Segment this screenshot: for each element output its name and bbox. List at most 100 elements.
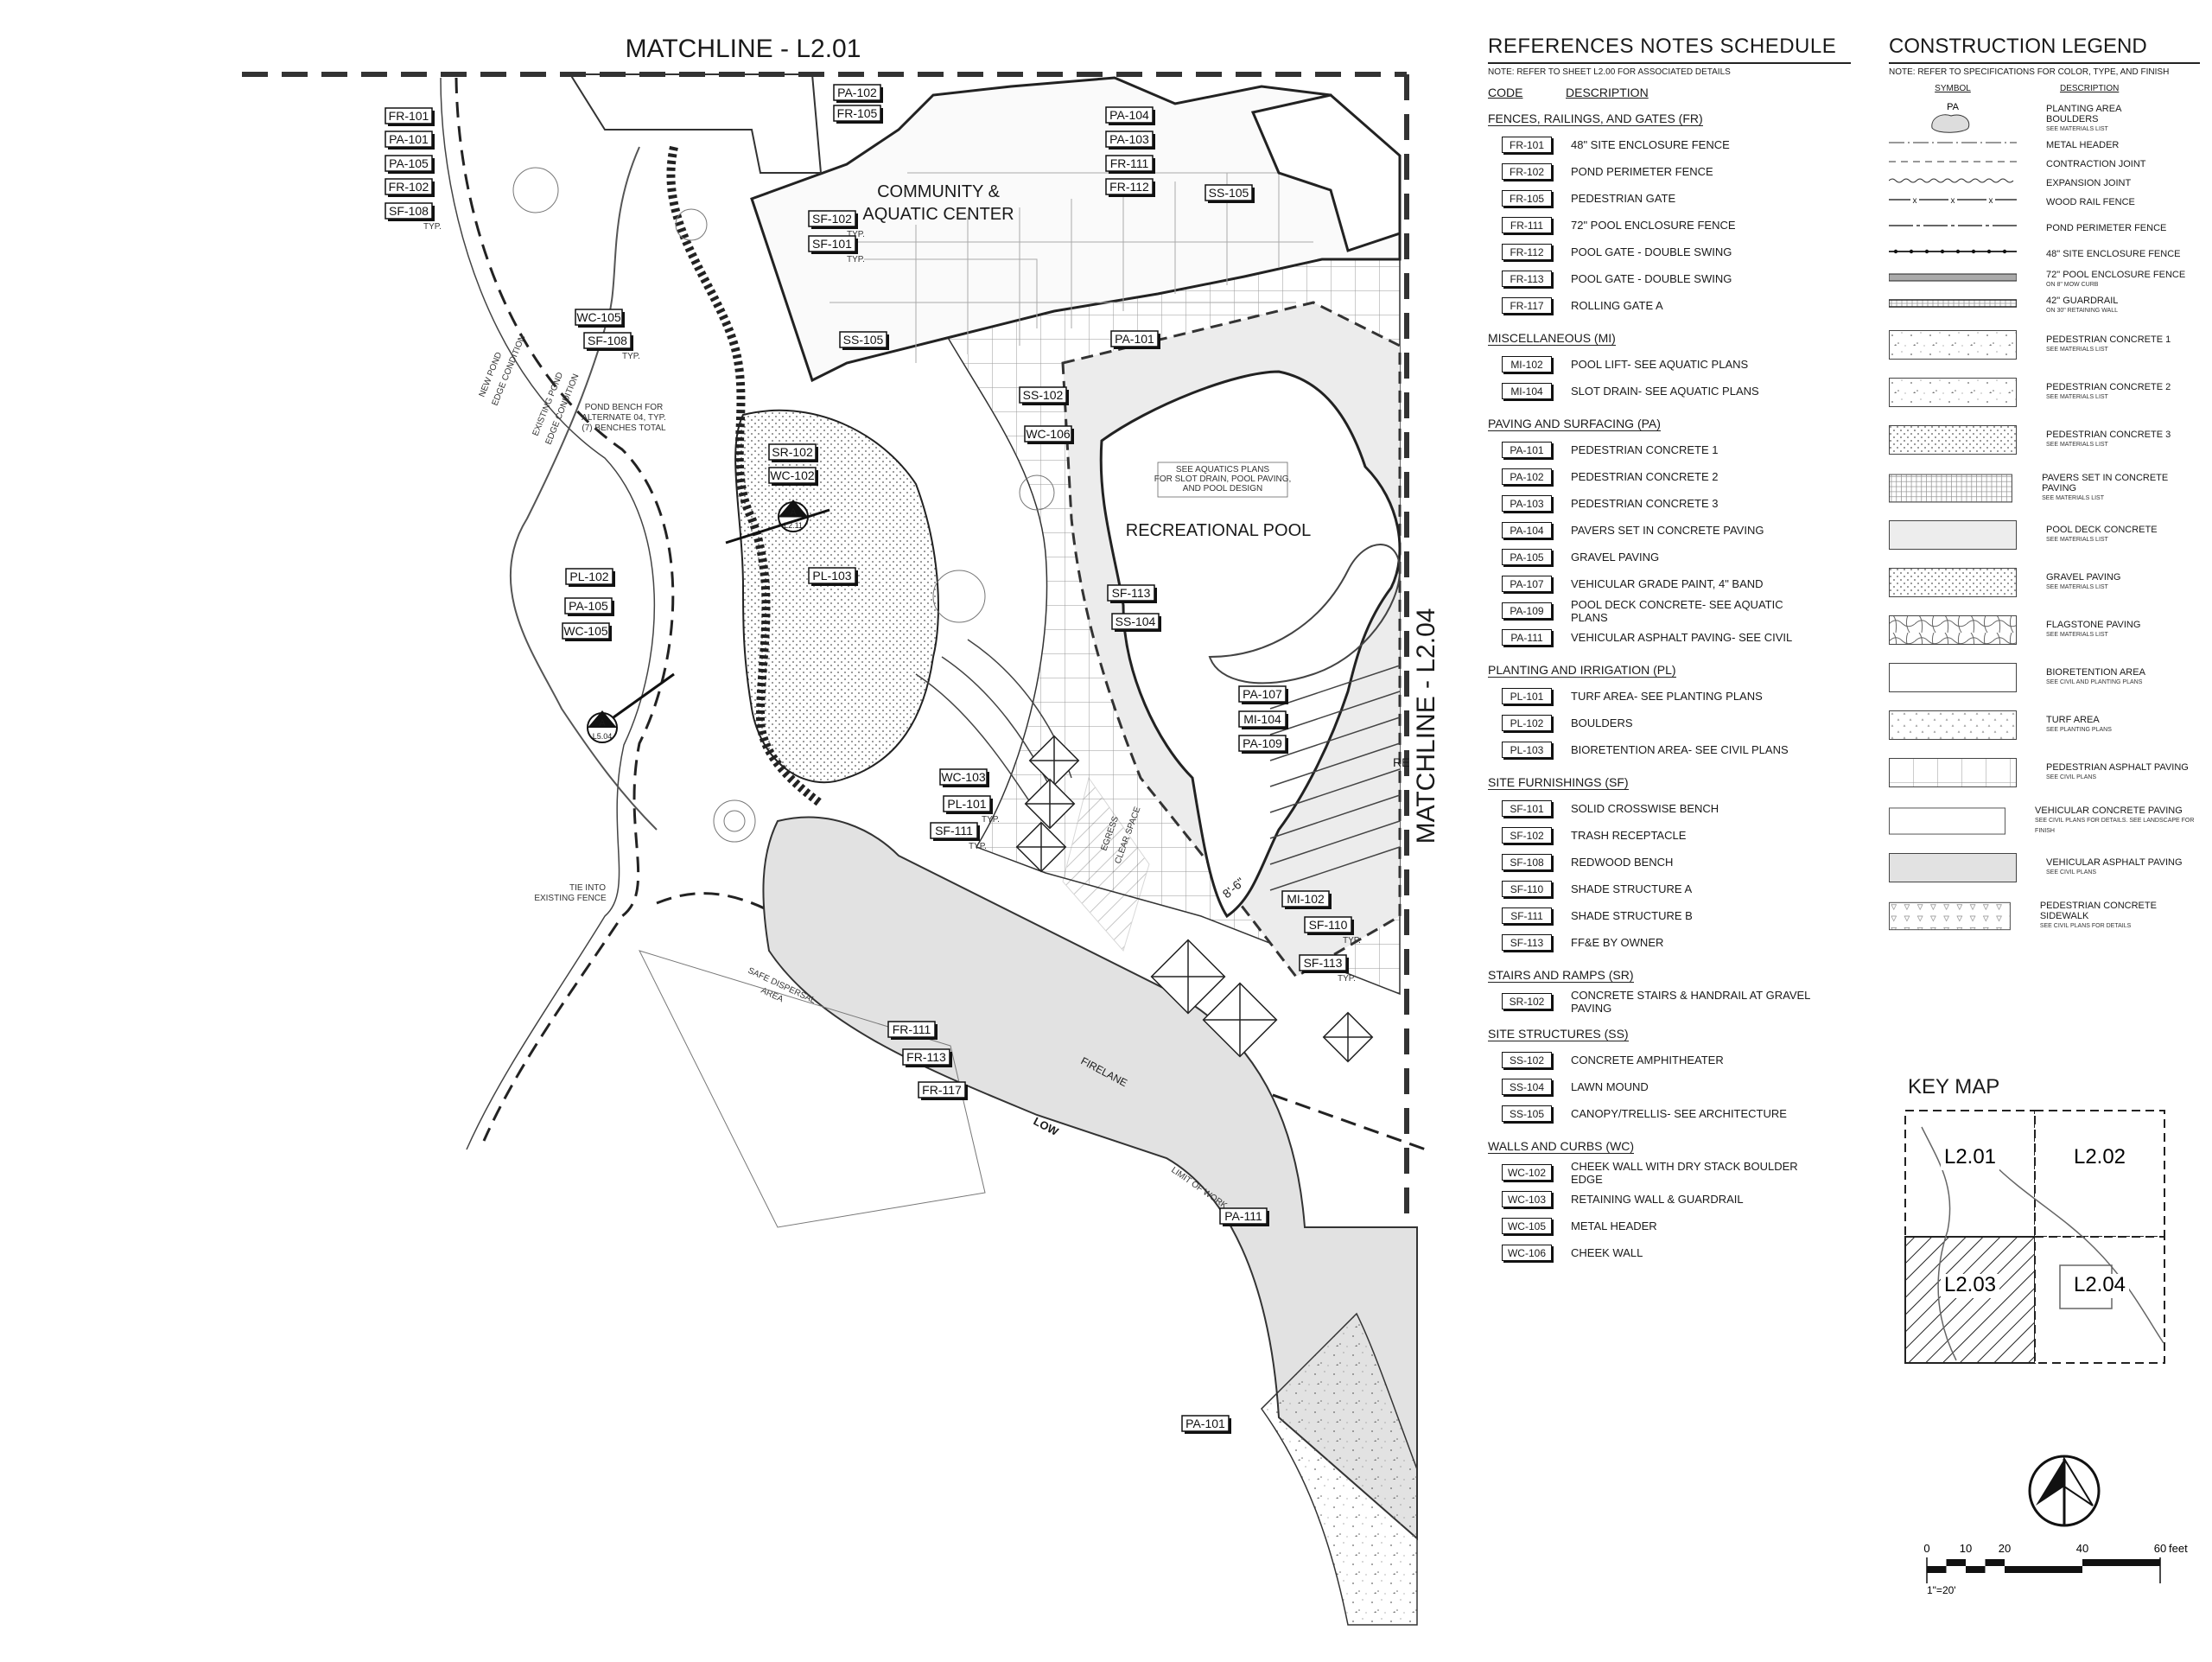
- callout-tag: WC-105: [562, 622, 612, 641]
- tie-into-fence-note: TIE INTO EXISTING FENCE: [534, 883, 607, 903]
- schedule-code-tag: PA-111: [1502, 629, 1552, 646]
- legend-col-symbol: SYMBOL: [1935, 84, 1971, 93]
- legend-sublabel: SEE MATERIALS LIST: [2046, 347, 2108, 353]
- legend-column-headers: SYMBOL DESCRIPTION: [1889, 84, 2200, 93]
- schedule-code-tag: SR-102: [1502, 993, 1552, 1009]
- references-notes-schedule: REFERENCES NOTES SCHEDULE NOTE: REFER TO…: [1488, 35, 1851, 1266]
- schedule-column-headers: CODE DESCRIPTION: [1488, 86, 1851, 99]
- legend-swatch-turf: [1889, 710, 2017, 740]
- building-interior-lines: [830, 164, 1331, 363]
- schedule-description: 72" POOL ENCLOSURE FENCE: [1571, 219, 1736, 232]
- legend-swatch-plain: [1889, 520, 2017, 550]
- callout-tag: FR-113: [902, 1048, 952, 1067]
- schedule-section-title: PLANTING AND IRRIGATION (PL): [1488, 663, 1676, 678]
- key-map-sheet-label: L2.04: [2074, 1273, 2126, 1296]
- legend-label-text: FLAGSTONE PAVING: [2046, 620, 2141, 630]
- schedule-code-tag: SF-110: [1502, 881, 1552, 897]
- schedule-section-title: STAIRS AND RAMPS (SR): [1488, 968, 1634, 983]
- callout-tag: FR-105: [833, 105, 883, 124]
- callout-tag-label: PA-101: [389, 132, 429, 146]
- schedule-code-tag: PA-105: [1502, 549, 1552, 565]
- schedule-code-tag: SF-113: [1502, 934, 1552, 951]
- callout-tag-label: FR-117: [922, 1083, 962, 1097]
- callout-tag-label: MI-102: [1287, 892, 1325, 906]
- callout-tag-label: SF-111: [935, 824, 973, 837]
- matchline-top-label: MATCHLINE - L2.01: [626, 35, 861, 63]
- legend-row: PEDESTRIAN CONCRETE 2 SEE MATERIALS LIST: [1889, 378, 2200, 407]
- callout-tag: SS-104: [1111, 613, 1161, 632]
- legend-label-text: GRAVEL PAVING: [2046, 572, 2121, 583]
- scale-tick-label: 20: [1999, 1542, 2011, 1555]
- legend-symbol-dash: [1889, 161, 2017, 162]
- legend-row: CONTRACTION JOINT: [1889, 149, 2200, 179]
- legend-label-text: METAL HEADER: [2046, 139, 2120, 150]
- legend-row: 48" SITE ENCLOSURE FENCE: [1889, 239, 2200, 269]
- callout-tag-label: SF-113: [1304, 956, 1343, 970]
- svg-text:x: x: [1951, 196, 1955, 206]
- schedule-description: PEDESTRIAN CONCRETE 2: [1571, 470, 1719, 483]
- legend-col-description: DESCRIPTION: [2060, 84, 2120, 93]
- callout-tag-label: PA-105: [569, 599, 608, 613]
- schedule-code-tag: SF-111: [1502, 907, 1552, 924]
- key-map-sheet-label: L2.02: [2074, 1145, 2126, 1168]
- callout-tag: PA-111: [1219, 1207, 1269, 1226]
- gravel-path: [509, 146, 658, 831]
- callout-tag-label: SF-108: [389, 204, 429, 218]
- schedule-code-tag: PA-102: [1502, 468, 1552, 485]
- key-map-sheet-label: L2.03: [1944, 1273, 1996, 1296]
- callout-tag: PA-101: [385, 131, 435, 150]
- pond-edge-notes: NEW POND EDGE CONDITION EXISTING POND ED…: [478, 334, 582, 446]
- legend-label-text: PEDESTRIAN CONCRETE 2: [2046, 382, 2171, 392]
- schedule-code-tag: FR-111: [1502, 217, 1552, 233]
- schedule-code-tag: PA-103: [1502, 495, 1552, 512]
- section-marker-l2-11: A L2.11: [725, 500, 830, 544]
- schedule-description: PEDESTRIAN CONCRETE 1: [1571, 443, 1719, 456]
- schedule-code-tag: WC-105: [1502, 1218, 1552, 1234]
- legend-symbol-boulder: [1931, 114, 1970, 133]
- community-label-2: AQUATIC CENTER: [862, 205, 1014, 224]
- svg-text:AND POOL DESIGN: AND POOL DESIGN: [1183, 484, 1262, 494]
- legend-sublabel: SEE PLANTING PLANS: [2046, 727, 2112, 733]
- callout-tag: PA-104: [1105, 106, 1155, 125]
- callout-tag-label: FR-102: [389, 180, 429, 194]
- legend-symbol-dashdot: [1889, 142, 2017, 143]
- south-sidewalk: [1261, 1312, 1418, 1626]
- callout-tag-label: SS-104: [1116, 614, 1156, 628]
- callout-tag-label: WC-102: [770, 468, 815, 482]
- callout-tag: PA-105: [385, 155, 435, 174]
- legend-sublabel: SEE MATERIALS LIST: [2046, 394, 2108, 400]
- callout-tag: WC-102: [768, 467, 818, 486]
- callout-tag-label: MI-104: [1243, 712, 1281, 726]
- schedule-description: SHADE STRUCTURE B: [1571, 909, 1693, 922]
- legend-sublabel: SEE MATERIALS LIST: [2046, 537, 2108, 543]
- callout-tag: WC-103: [939, 768, 989, 787]
- schedule-code-tag: PL-101: [1502, 688, 1552, 704]
- callout-tag-label: WC-103: [941, 770, 986, 784]
- cut-text: RE: [1393, 755, 1409, 769]
- legend-label-text: EXPANSION JOINT: [2046, 177, 2132, 188]
- callout-tag-label: PA-101: [1115, 332, 1154, 346]
- schedule-description: 48" SITE ENCLOSURE FENCE: [1571, 138, 1730, 151]
- callout-tag-label: PL-101: [947, 797, 986, 811]
